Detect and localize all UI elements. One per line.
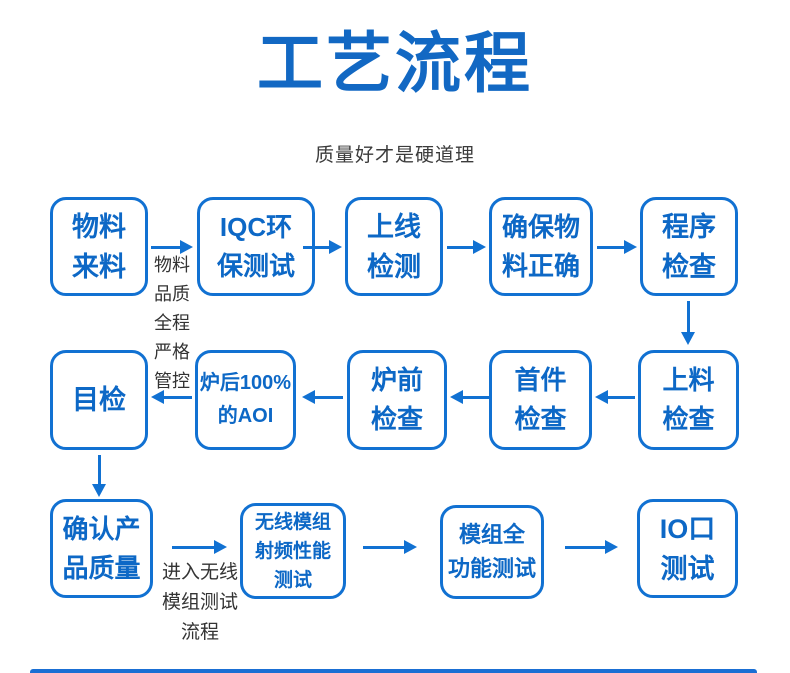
arrow-right-icon: [565, 539, 618, 555]
arrow-right-icon: [172, 539, 227, 555]
node-visual-inspection: 目检: [50, 350, 148, 450]
node-label-line: 首件: [514, 365, 567, 395]
node-label-line: 测试: [273, 569, 312, 591]
node-io-port-test: IO口 测试: [637, 499, 738, 598]
arrow-right-icon: [447, 239, 486, 255]
arrow-down-icon: [681, 301, 695, 345]
node-program-check: 程序 检查: [640, 197, 738, 296]
node-label-line: 目检: [72, 385, 126, 415]
node-label-line: 检查: [662, 251, 716, 282]
node-label-line: 检测: [367, 251, 421, 282]
arrow-right-icon: [151, 239, 193, 255]
node-loading-check: 上料 检查: [638, 350, 739, 450]
node-label-line: 保测试: [216, 250, 295, 281]
note-line: 进入无线: [161, 562, 238, 583]
arrow-left-icon: [450, 389, 490, 405]
node-label-line: 无线模组: [254, 511, 331, 533]
node-confirm-product-quality: 确认产 品质量: [50, 499, 153, 598]
node-label-line: 模组全: [458, 522, 525, 547]
node-label-line: 上料: [662, 365, 715, 395]
node-label-line: 炉后100%: [199, 372, 292, 394]
node-label-line: IQC环: [219, 211, 293, 242]
node-pre-reflow-check: 炉前 检查: [347, 350, 447, 450]
note-line: 品质: [154, 284, 190, 304]
node-wireless-rf-test: 无线模组 射频性能 测试: [240, 503, 346, 599]
note-line: 管控: [154, 371, 190, 391]
node-label-line: 检查: [514, 404, 567, 434]
annotation-material-quality-note: 物料 品质 全程 严格 管控: [145, 251, 199, 396]
arrow-right-icon: [303, 239, 342, 255]
node-label-line: 测试: [660, 553, 715, 584]
node-label-line: 程序: [662, 211, 716, 242]
node-post-reflow-aoi: 炉后100% 的AOI: [195, 350, 296, 450]
node-label-line: 射频性能: [254, 540, 331, 562]
arrow-left-icon: [151, 389, 192, 405]
arrow-left-icon: [595, 389, 635, 405]
node-first-article-check: 首件 检查: [489, 350, 592, 450]
node-label-line: 的AOI: [217, 405, 274, 427]
node-label-line: 检查: [662, 404, 715, 434]
node-label-line: 功能测试: [447, 556, 536, 581]
node-label-line: 来料: [72, 251, 126, 282]
note-line: 严格: [154, 342, 190, 362]
node-ensure-correct-material: 确保物 料正确: [489, 197, 593, 296]
page-title: 工艺流程: [257, 26, 533, 100]
node-label-line: 上线: [367, 211, 421, 242]
arrow-right-icon: [363, 539, 417, 555]
node-label-line: 品质量: [62, 552, 141, 583]
note-line: 流程: [180, 622, 219, 643]
node-label-line: 确认产: [62, 513, 141, 544]
page-subtitle: 质量好才是硬道理: [314, 145, 475, 166]
note-line: 物料: [154, 255, 190, 275]
node-label-line: 确保物: [501, 211, 580, 242]
note-line: 全程: [154, 313, 190, 333]
node-module-full-function-test: 模组全 功能测试: [440, 505, 544, 599]
arrow-down-icon: [92, 455, 106, 497]
note-line: 模组测试: [161, 592, 238, 613]
arrow-left-icon: [302, 389, 343, 405]
node-label-line: 料正确: [501, 250, 580, 281]
node-label-line: 炉前: [370, 365, 423, 395]
arrow-right-icon: [597, 239, 637, 255]
bottom-accent-bar: [30, 669, 757, 673]
node-label-line: IO口: [659, 513, 716, 544]
node-iqc-rohs-test: IQC环 保测试: [197, 197, 315, 296]
node-label-line: 检查: [370, 404, 423, 434]
node-label-line: 物料: [72, 211, 126, 242]
annotation-wireless-flow-note: 进入无线 模组测试 流程: [148, 558, 252, 648]
node-online-inspection: 上线 检测: [345, 197, 443, 296]
node-material-incoming: 物料 来料: [50, 197, 148, 296]
